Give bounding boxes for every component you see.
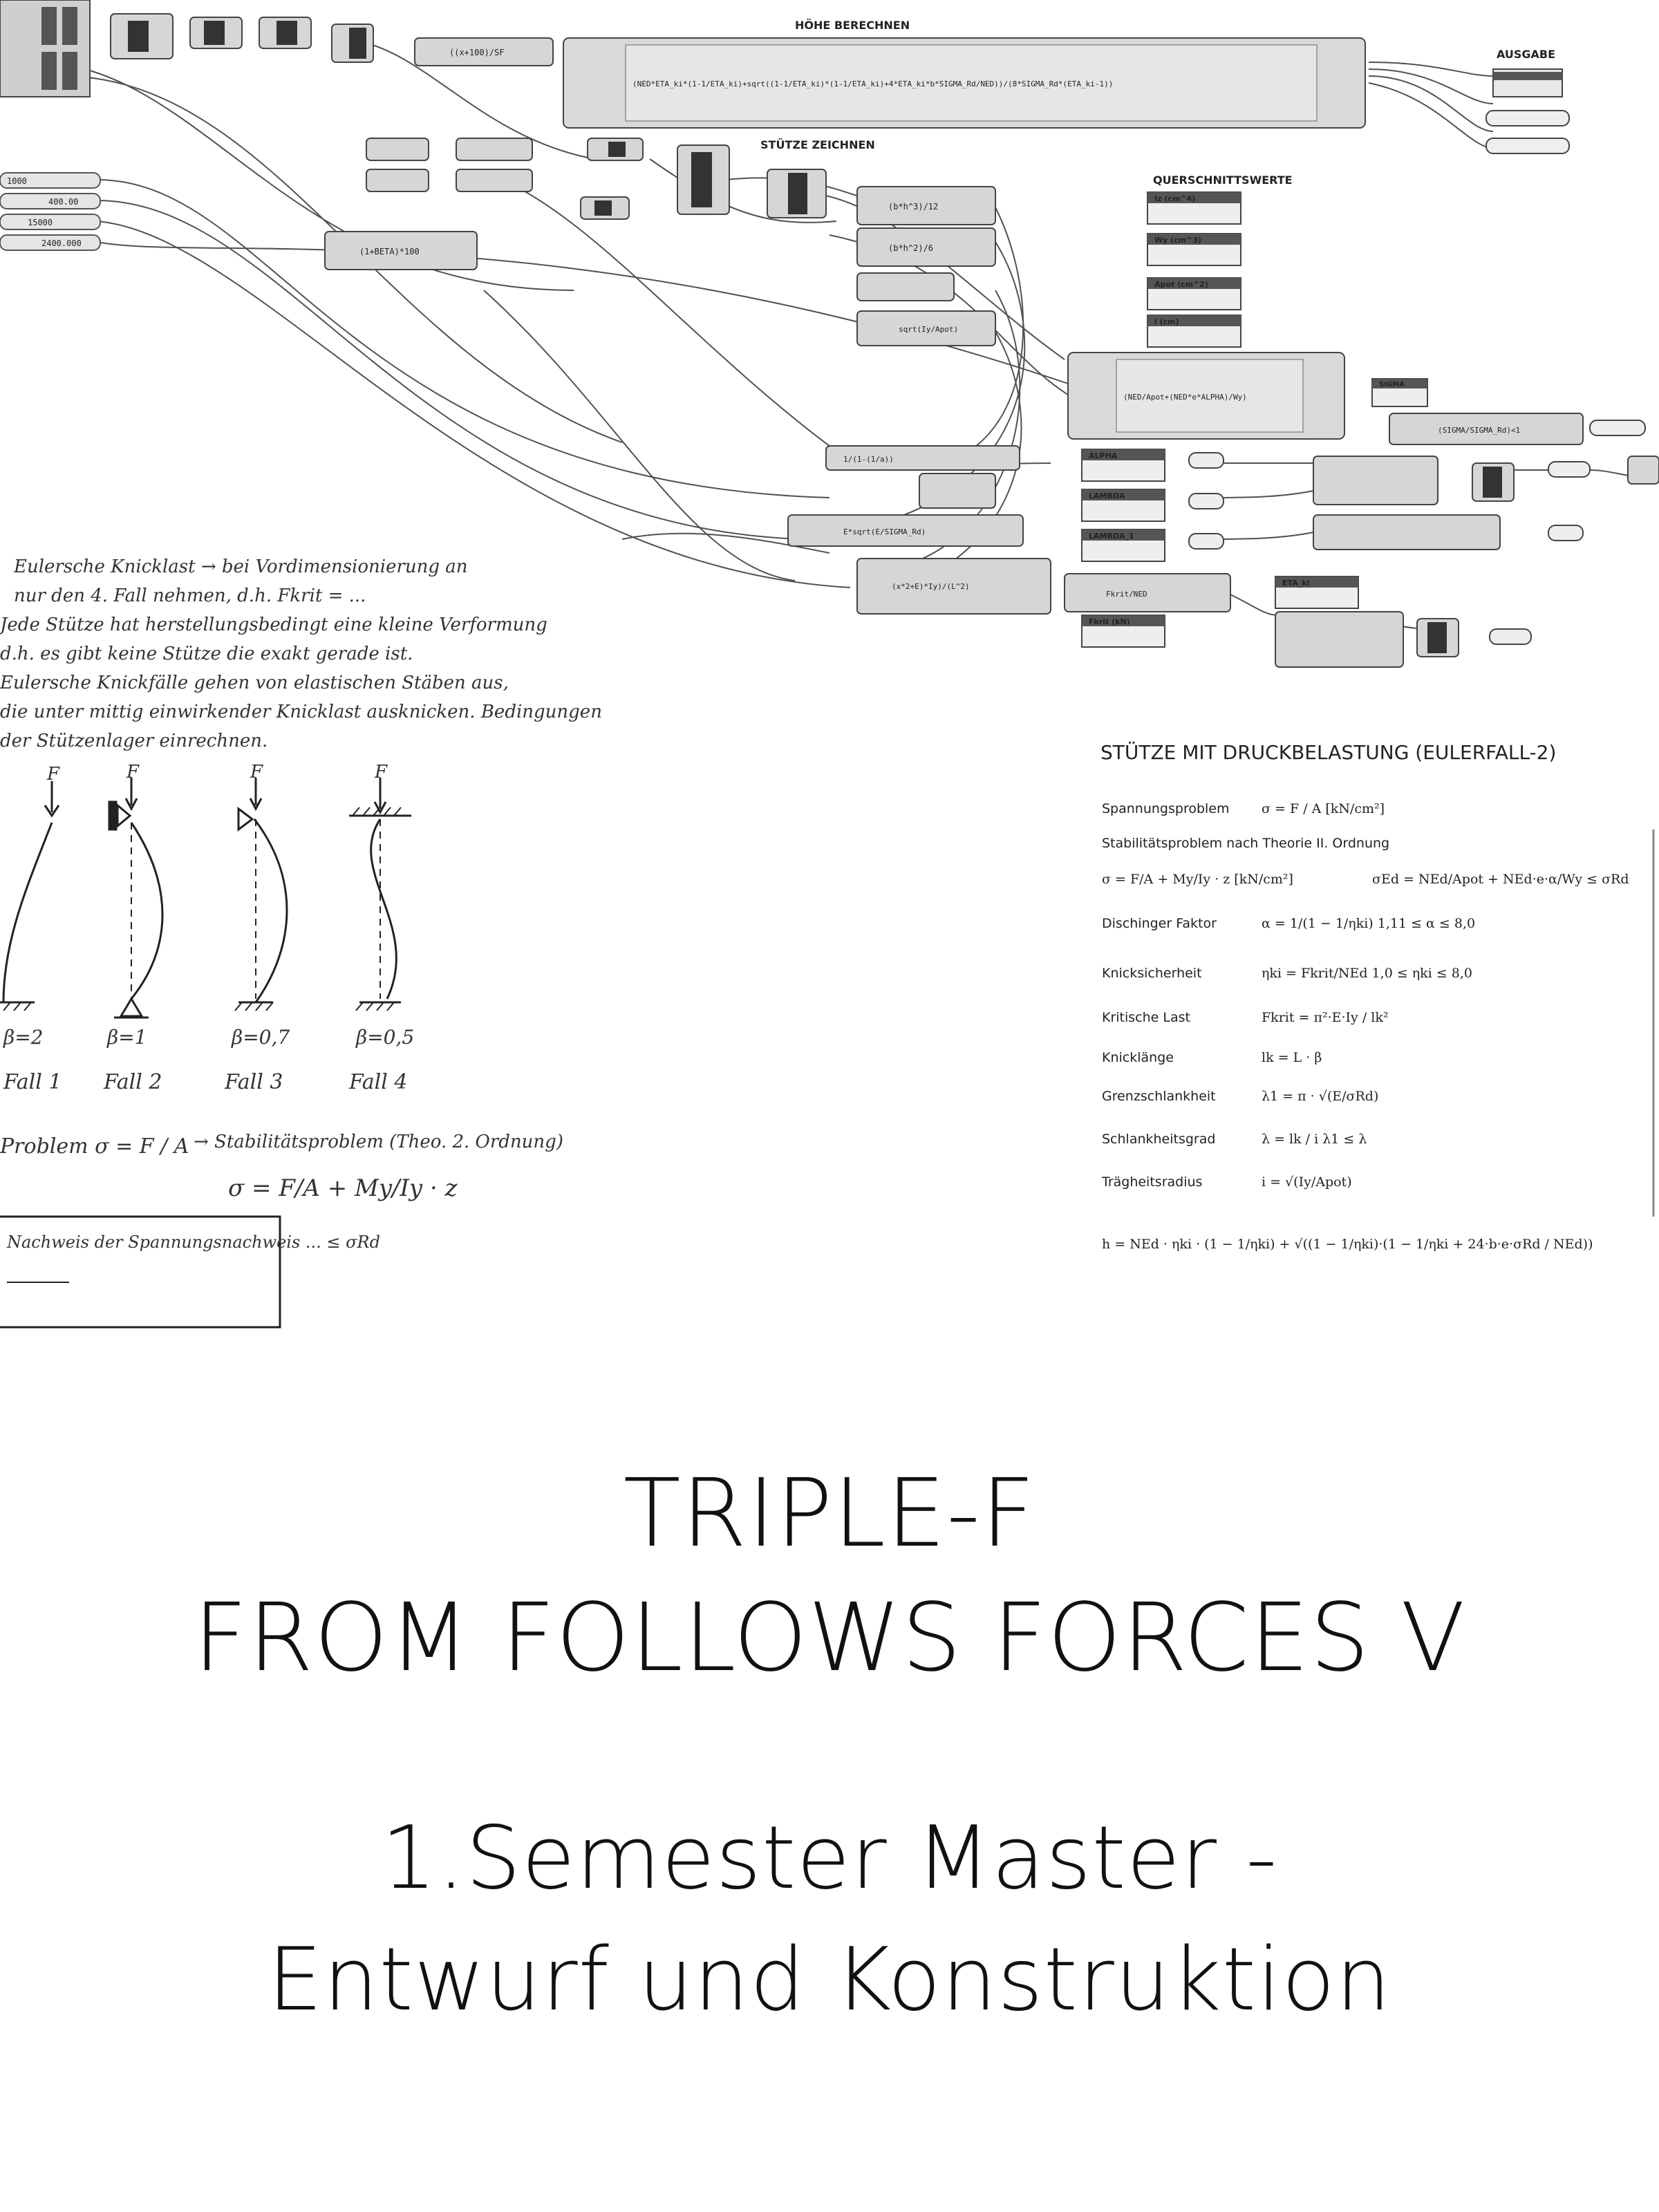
case-label: Fall 4 bbox=[348, 1070, 407, 1094]
formula-row-label: Spannungsproblem bbox=[1102, 801, 1230, 816]
case-beta: β=2 bbox=[3, 1026, 43, 1049]
formula-row-formula: σ = F / A [kN/cm²] bbox=[1262, 801, 1385, 816]
case-label: Fall 2 bbox=[103, 1070, 162, 1094]
caption: TRIPLE-F FROM FOLLOWS FORCES V 1.Semeste… bbox=[0, 1452, 1659, 2041]
subtitle-block: 1.Semester Master - Entwurf und Konstruk… bbox=[0, 1797, 1659, 2041]
note-line: Jede Stütze hat herstellungsbedingt eine… bbox=[0, 615, 547, 635]
panel-label: Iz (cm^4) bbox=[1154, 194, 1195, 203]
gh-expression: sqrt(Iy/Apot) bbox=[899, 325, 958, 334]
formula-sheet-title: STÜTZE MIT DRUCKBELASTUNG (EULERFALL-2) bbox=[1100, 740, 1556, 764]
formula-row-label: Kritische Last bbox=[1102, 1010, 1190, 1025]
slider-value: 2400.000 bbox=[41, 238, 82, 248]
panel-label: SIGMA bbox=[1379, 381, 1405, 388]
collage-svg: 1000 400.00 15000 2400.000 HÖHE BERECHNE… bbox=[0, 0, 1659, 1329]
formula-row-label: Trägheitsradius bbox=[1101, 1174, 1202, 1190]
notes-box-text: Nachweis der Spannungsnachweis ... ≤ σRd bbox=[6, 1232, 380, 1252]
panel-label: Apot (cm^2) bbox=[1154, 280, 1208, 289]
gh-expression: ((x+100)/SF bbox=[449, 48, 504, 57]
panel-label: LAMBDA_1 bbox=[1089, 532, 1134, 541]
panel-label: Fkrit (kN) bbox=[1089, 617, 1130, 626]
load-label: F bbox=[46, 764, 60, 785]
load-label: F bbox=[126, 762, 140, 782]
note-line: nur den 4. Fall nehmen, d.h. Fkrit = ... bbox=[14, 585, 366, 606]
panel-label: Wy (cm^3) bbox=[1154, 236, 1201, 245]
formula-row-formula: λ1 = π · √(E/σRd) bbox=[1262, 1089, 1378, 1104]
collage-figure: 1000 400.00 15000 2400.000 HÖHE BERECHNE… bbox=[0, 0, 1659, 1329]
gh-expression: E*sqrt(E/SIGMA_Rd) bbox=[843, 527, 926, 536]
handwritten-notes: Eulersche Knicklast → bei Vordimensionie… bbox=[0, 556, 602, 1329]
gh-heading-stuetze: STÜTZE ZEICHNEN bbox=[760, 138, 875, 151]
title-block: TRIPLE-F FROM FOLLOWS FORCES V bbox=[0, 1452, 1659, 1700]
gh-expression: (b*h^2)/6 bbox=[888, 243, 933, 253]
load-label: F bbox=[374, 762, 388, 782]
panel-label: ETA_ki bbox=[1282, 579, 1309, 588]
notes-box bbox=[0, 1215, 281, 1329]
case-beta: β=1 bbox=[106, 1026, 147, 1049]
euler-case-sketches bbox=[0, 778, 411, 1019]
gh-expression: (1+BETA)*100 bbox=[359, 247, 420, 256]
stability-formula: σ = F/A + My/Iy · z bbox=[228, 1174, 458, 1202]
gh-expression: (NED/Apot+(NED*e*ALPHA)/Wy) bbox=[1123, 393, 1247, 402]
value-sliders: 1000 400.00 15000 2400.000 bbox=[0, 172, 101, 251]
formula-row-formula: ηki = Fkrit/NEd 1,0 ≤ ηki ≤ 8,0 bbox=[1262, 966, 1472, 981]
note-line: d.h. es gibt keine Stütze die exakt gera… bbox=[0, 644, 413, 664]
gh-heading-hoehe: HÖHE BERECHNEN bbox=[795, 19, 910, 32]
formula-row-label: Stabilitätsproblem nach Theorie II. Ordn… bbox=[1102, 836, 1389, 851]
case-label: Fall 1 bbox=[3, 1070, 62, 1094]
subtitle-line: Entwurf und Konstruktion bbox=[267, 1929, 1392, 2030]
gh-expression: (b*h^3)/12 bbox=[888, 202, 938, 212]
note-line: die unter mittig einwirkender Knicklast … bbox=[0, 702, 602, 722]
formula-row-label: Dischinger Faktor bbox=[1102, 916, 1217, 931]
formula-sheet: STÜTZE MIT DRUCKBELASTUNG (EULERFALL-2) … bbox=[1100, 740, 1655, 1252]
formula-row-formula: λ = lk / i λ1 ≤ λ bbox=[1262, 1132, 1367, 1147]
alpha-lambda-panels: ALPHA LAMBDA LAMBDA_1 ETA_ki Fkrit (kN) bbox=[1081, 449, 1359, 648]
gh-heading-ausgabe: AUSGABE bbox=[1497, 48, 1555, 61]
gh-main-formula: (NED*ETA_ki*(1-1/ETA_ki)+sqrt((1-1/ETA_k… bbox=[632, 79, 1113, 88]
load-label: F bbox=[250, 762, 263, 782]
formula-row-formula: lk = L · β bbox=[1262, 1050, 1322, 1065]
subtitle-line: 1.Semester Master - bbox=[381, 1807, 1278, 1909]
stability-problem: → Stabilitätsproblem (Theo. 2. Ordnung) bbox=[194, 1132, 563, 1152]
note-line: Eulersche Knicklast → bei Vordimensionie… bbox=[13, 556, 468, 577]
slider-value: 15000 bbox=[28, 218, 53, 227]
case-beta: β=0,7 bbox=[231, 1026, 290, 1049]
slider-value: 1000 bbox=[7, 176, 27, 186]
gh-heading-querschnitt: QUERSCHNITTSWERTE bbox=[1153, 174, 1293, 187]
panel-label: LAMBDA bbox=[1089, 491, 1125, 500]
formula-row-formula: α = 1/(1 − 1/ηki) 1,11 ≤ α ≤ 8,0 bbox=[1262, 916, 1475, 931]
formula-row-formula: Fkrit = π²·E·Iy / lk² bbox=[1262, 1010, 1388, 1025]
formula-row-formula: i = √(Iy/Apot) bbox=[1262, 1174, 1352, 1190]
grasshopper-definition: 1000 400.00 15000 2400.000 HÖHE BERECHNE… bbox=[0, 0, 1659, 668]
panel-label: i (cm) bbox=[1154, 317, 1179, 326]
formula-final: h = NEd · ηki · (1 − 1/ηki) + √((1 − 1/η… bbox=[1102, 1237, 1593, 1252]
case-beta: β=0,5 bbox=[355, 1026, 414, 1049]
note-line: Eulersche Knickfälle gehen von elastisch… bbox=[0, 673, 509, 693]
title-line: TRIPLE-F bbox=[623, 1459, 1036, 1568]
formula-row-label: σ = F/A + My/Iy · z [kN/cm²] bbox=[1102, 872, 1293, 887]
gh-expression: Fkrit/NED bbox=[1106, 590, 1147, 599]
formula-row-label: Grenzschlankheit bbox=[1102, 1089, 1216, 1104]
formula-row-formula: σEd = NEd/Apot + NEd·e·α/Wy ≤ σRd bbox=[1372, 872, 1629, 887]
gh-expression: (SIGMA/SIGMA_Rd)<1 bbox=[1438, 426, 1520, 435]
formula-row-label: Schlankheitsgrad bbox=[1102, 1132, 1215, 1147]
querschnitt-panels: Iz (cm^4) Wy (cm^3) Apot (cm^2) i (cm) bbox=[1147, 191, 1241, 348]
gh-expression: (x*2+E)*Iy)/(L^2) bbox=[892, 582, 970, 591]
gh-expression: 1/(1-(1/a)) bbox=[843, 455, 894, 464]
panel-label: ALPHA bbox=[1089, 451, 1118, 460]
stress-problem: Problem σ = F / A bbox=[0, 1134, 189, 1159]
formula-row-label: Knicksicherheit bbox=[1102, 966, 1202, 981]
formula-row-label: Knicklänge bbox=[1102, 1050, 1174, 1065]
note-line: der Stützenlager einrechnen. bbox=[0, 731, 268, 751]
slider-value: 400.00 bbox=[48, 197, 78, 207]
title-line: FROM FOLLOWS FORCES V bbox=[193, 1584, 1466, 1693]
case-label: Fall 3 bbox=[224, 1070, 283, 1094]
